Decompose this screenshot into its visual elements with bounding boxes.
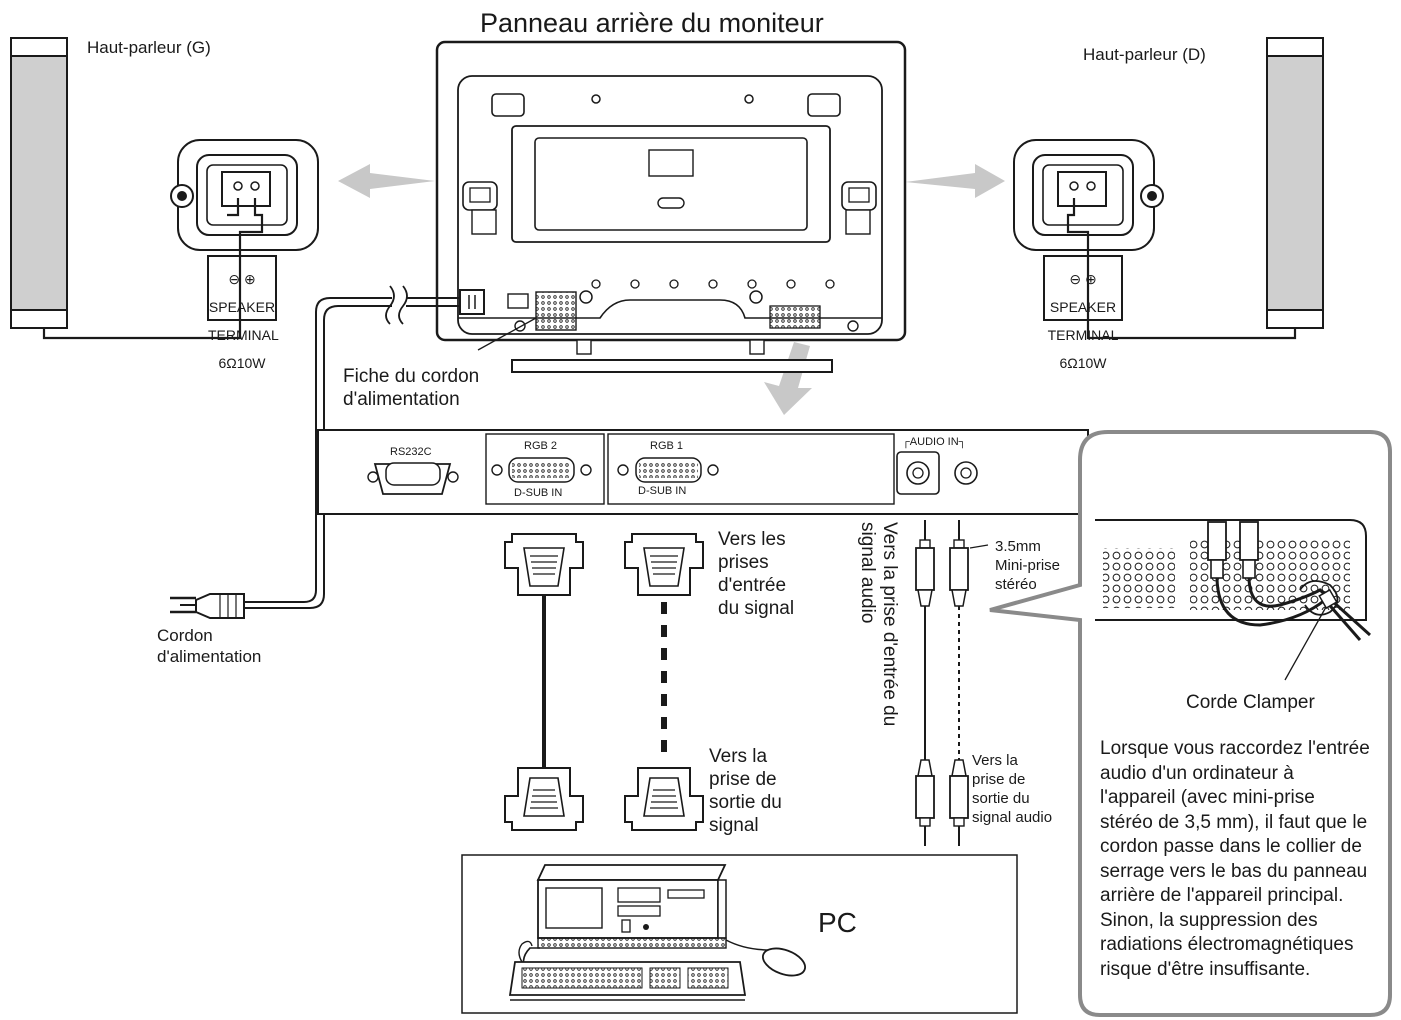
pc-label: PC [818, 907, 857, 938]
speaker-terminal-right [1013, 139, 1164, 321]
terminal-line2: TERMINAL [208, 327, 279, 343]
audio-plug-a-top [915, 520, 935, 607]
audio-output-label: Vers la prise de sortie du signal audio [972, 752, 1053, 826]
rs232c-label: RS232C [390, 446, 432, 458]
dsub-connector-rgb1-top [624, 533, 704, 596]
speaker-terminal-left-text: ⊖ ⊕ SPEAKER TERMINAL 6Ω10W [208, 258, 279, 384]
diagram-title: Panneau arrière du moniteur [480, 8, 824, 38]
speaker-terminal-right-text: ⊖ ⊕ SPEAKER TERMINAL 6Ω10W [1044, 258, 1122, 384]
plus-icon: ⊕ [1084, 271, 1097, 287]
power-plug-label: Fiche du cordon d'alimentation [343, 366, 480, 410]
terminal-line1: SPEAKER [208, 299, 276, 315]
dsub-connector-rgb1-bottom [624, 767, 704, 831]
dsub-connector-rgb2-bottom [504, 767, 584, 831]
speaker-terminal-left [170, 139, 319, 321]
minus-icon: ⊖ [228, 271, 241, 287]
pc-illustration [508, 864, 806, 1001]
plug-leader-line [477, 317, 537, 351]
power-cord-label: Cordon d'alimentation [157, 626, 262, 666]
power-cord [170, 285, 485, 619]
audio-plug-a-bottom [915, 759, 935, 846]
minus-icon: ⊖ [1069, 271, 1082, 287]
rgb1-label: RGB 1 [650, 440, 684, 452]
to-input-label: Vers les prises d'entrée du signal [718, 529, 795, 619]
audio-plug-b-top [949, 520, 969, 607]
audio-plug-b-bottom [949, 759, 969, 846]
clamper-label: Corde Clamper [1186, 692, 1315, 713]
arrow-to-panel [764, 342, 812, 415]
terminal-line3: 6Ω10W [218, 355, 266, 371]
rgb1-dsub-label: D-SUB IN [638, 485, 687, 497]
monitor-rear-panel [435, 40, 907, 373]
terminal-line2: TERMINAL [1047, 327, 1119, 343]
rgb2-dsub-label: D-SUB IN [514, 487, 563, 499]
speaker-cable-right [1066, 198, 1297, 340]
connector-panel [317, 429, 1089, 515]
speaker-left [10, 37, 68, 329]
audio-input-vertical-label: Vers la prise d'entrée du signal audio [857, 522, 900, 727]
arrow-to-left-speaker [338, 164, 435, 198]
rgb2-label: RGB 2 [524, 440, 558, 452]
arrow-to-right-speaker [905, 164, 1005, 198]
plus-icon: ⊕ [243, 271, 256, 287]
dsub-connector-rgb2-top [504, 533, 584, 596]
speaker-cable-left [42, 198, 264, 340]
speaker-right [1266, 37, 1324, 329]
speaker-left-label: Haut-parleur (G) [87, 38, 211, 57]
terminal-line1: SPEAKER [1049, 299, 1117, 315]
to-output-label: Vers la prise de sortie du signal [709, 746, 782, 836]
terminal-line3: 6Ω10W [1059, 355, 1107, 371]
speaker-right-label: Haut-parleur (D) [1083, 45, 1206, 64]
callout-note: Lorsque vous raccordez l'entrée audio d'… [1100, 738, 1370, 980]
audio-in-label: ┌AUDIO IN┐ [902, 436, 967, 448]
jack-leader-line [969, 544, 989, 549]
mini-jack-label: 3.5mm Mini-prise stéréo [995, 538, 1061, 593]
clamper-closeup [1095, 519, 1372, 681]
